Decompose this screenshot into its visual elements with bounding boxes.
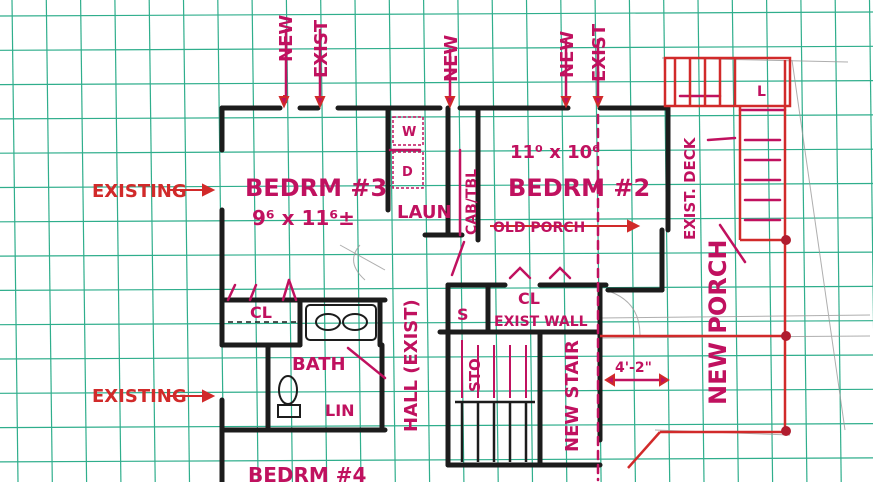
grid-line-horizontal	[0, 148, 873, 154]
grid-line-vertical	[45, 0, 53, 482]
label-dryer: D	[402, 165, 413, 180]
grid-line-vertical	[148, 0, 156, 482]
label-washer: W	[402, 125, 416, 140]
grid-line-vertical	[697, 0, 705, 482]
label-cl-left: CL	[250, 303, 272, 322]
label-cab-tbl: CAB/TBL	[464, 169, 480, 235]
label-exist-2: EXIST	[589, 23, 610, 82]
grid-line-horizontal	[0, 457, 873, 463]
grid-line-vertical	[354, 0, 362, 482]
bath-fixtures	[277, 304, 377, 418]
grid-line-horizontal	[0, 423, 873, 429]
grid-line-vertical	[320, 0, 328, 482]
label-existing-bottom: EXISTING	[92, 386, 187, 407]
grid-line-vertical	[114, 0, 122, 482]
label-sto: STO	[466, 358, 484, 392]
label-new-2: NEW	[441, 35, 462, 82]
grid-line-vertical	[11, 0, 19, 482]
grid-line-vertical	[423, 0, 431, 482]
label-bedrm-3-dims: 9⁶ x 11⁶±	[252, 206, 355, 230]
grid-line-horizontal	[0, 320, 873, 326]
grid-line-horizontal	[0, 388, 873, 394]
grid-line-vertical	[560, 0, 568, 482]
label-exist-1: EXIST	[311, 19, 332, 78]
label-lin: LIN	[325, 401, 355, 420]
stair-treads-new	[461, 340, 527, 398]
label-bedrm-3: BEDRM #3	[245, 174, 387, 202]
grid-line-vertical	[628, 0, 636, 482]
label-new-stair: NEW STAIR	[562, 340, 583, 452]
label-new-3: NEW	[557, 31, 578, 78]
porch-posts	[781, 235, 791, 436]
grid-line-vertical	[388, 0, 396, 482]
grid-line-horizontal	[0, 285, 873, 291]
grid-line-vertical	[80, 0, 88, 482]
grid-line-horizontal	[0, 182, 873, 189]
grid-line-vertical	[285, 0, 293, 482]
grid-line-vertical	[182, 0, 191, 482]
label-bedrm-2-dims: 11⁰ x 10⁶	[510, 142, 600, 163]
laundry-washer-dryer	[392, 116, 424, 189]
grid-line-vertical	[731, 0, 739, 482]
grid-line-horizontal	[0, 251, 873, 257]
label-old-porch: OLD PORCH	[493, 220, 585, 236]
existing-walls	[219, 105, 671, 482]
new-work-lines	[226, 28, 787, 482]
label-hall-exist: HALL (EXIST)	[401, 299, 422, 432]
new-stair-deck	[600, 56, 792, 469]
label-exist-deck: EXIST. DECK	[681, 136, 699, 240]
grid-line-horizontal	[0, 114, 873, 120]
label-cl-right: CL	[518, 289, 540, 308]
label-existing-top: EXISTING	[92, 181, 187, 202]
grid-line-horizontal	[0, 11, 873, 17]
label-bedrm-2: BEDRM #2	[508, 174, 650, 202]
grid-line-horizontal	[0, 45, 873, 51]
label-exist-wall: EXIST WALL	[494, 314, 588, 330]
label-new-porch: NEW PORCH	[704, 240, 732, 405]
label-new-1: NEW	[276, 15, 297, 62]
grid-line-horizontal	[0, 217, 873, 223]
label-bedrm-4: BEDRM #4	[248, 463, 366, 482]
grid-line-horizontal	[0, 354, 873, 360]
label-bath: BATH	[292, 354, 346, 375]
grid-line-vertical	[251, 0, 259, 482]
label-stair-l: L	[757, 84, 766, 100]
label-laun: LAUN	[397, 202, 452, 223]
pointer-arrows	[170, 95, 670, 403]
stair-treads	[455, 400, 535, 462]
label-s: S	[457, 305, 469, 324]
grid-line-horizontal	[0, 80, 873, 86]
label-dim-4-2: 4'-2"	[615, 360, 652, 376]
